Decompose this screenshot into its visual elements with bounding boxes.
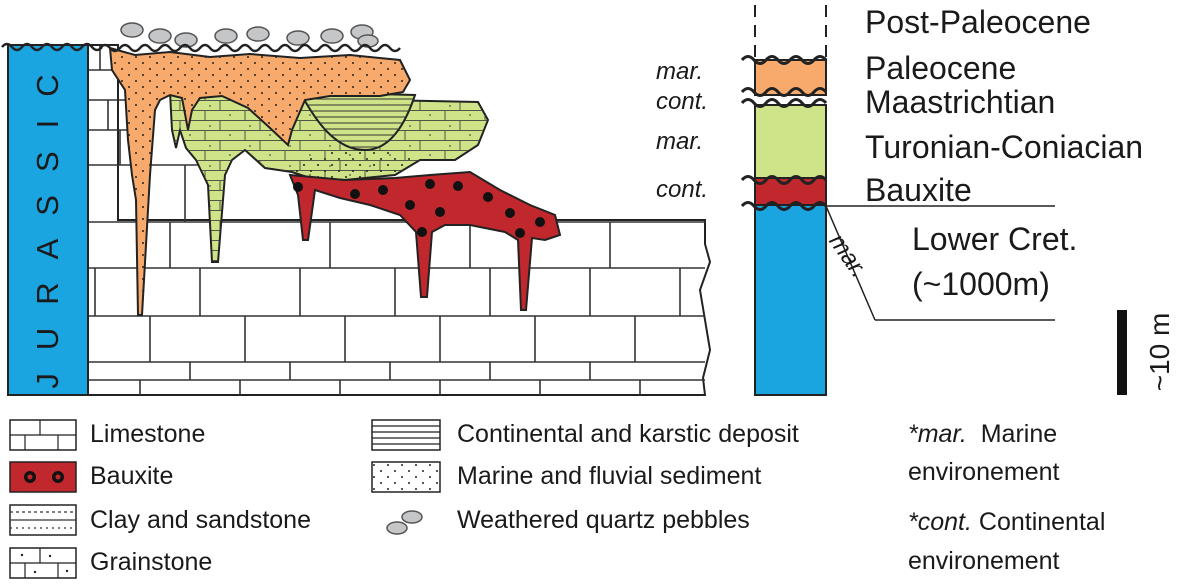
legend-label-bauxite: Bauxite (90, 462, 174, 490)
unit-label-maastrichtian: Maastrichtian (865, 84, 1056, 120)
note-mar: *mar. Marine (908, 422, 1057, 447)
grainstone-swatch-icon (9, 547, 77, 579)
pebbles (120, 22, 379, 48)
bauxite-swatch-icon (9, 461, 77, 493)
env-label-turonian: mar. (656, 128, 704, 155)
unit-label-lower-cret: Lower Cret. (912, 221, 1078, 257)
legend-label-continental-karstic: Continental and karstic deposit (457, 420, 799, 448)
legend-label-clay-sandstone: Clay and sandstone (90, 506, 311, 534)
pebbles-swatch-icon (386, 510, 423, 535)
note-cont: *cont. Continental (908, 510, 1105, 535)
legend-label-pebbles: Weathered quartz pebbles (457, 506, 750, 534)
note-cont-meaning: Continental (978, 508, 1106, 536)
unit-label-turonian-coniacian: Turonian-Coniacian (865, 129, 1144, 165)
bauxite-body (288, 170, 562, 311)
horizontal-lines-swatch-icon (371, 419, 441, 451)
legend-label-grainstone: Grainstone (90, 548, 213, 576)
dotted-swatch-icon (371, 461, 441, 493)
unit-label-bauxite: Bauxite (865, 172, 972, 208)
strat-column (740, 5, 1055, 396)
env-label-maastrichtian: cont. (656, 88, 709, 115)
note-cont-line2: environement (908, 547, 1060, 575)
jurassic-label: JURASSIC (30, 51, 65, 389)
legend-label-marine-fluvial: Marine and fluvial sediment (457, 462, 762, 490)
paleocene-body (108, 46, 412, 316)
jurassic-column (1, 42, 103, 396)
note-mar-line2: environement (908, 458, 1060, 486)
note-mar-abbr: *mar. (908, 420, 967, 448)
limestone-swatch-icon (9, 419, 77, 451)
unconformity-line (99, 43, 401, 53)
unit-label-post-paleocene: Post-Paleocene (865, 4, 1091, 40)
unit-label-paleocene: Paleocene (865, 50, 1017, 86)
scale-bar (1117, 310, 1127, 395)
scale-label: ~10 m (1144, 312, 1175, 392)
env-label-bauxite: cont. (656, 176, 709, 203)
limestone-block (87, 44, 712, 396)
legend-swatches (9, 419, 441, 579)
clay-sandstone-swatch-icon (9, 504, 77, 536)
env-label-paleocene: mar. (656, 58, 704, 85)
unit-label-thickness: (~1000m) (912, 266, 1050, 302)
note-mar-meaning: Marine (980, 420, 1058, 448)
legend-label-limestone: Limestone (90, 420, 206, 448)
note-cont-abbr: *cont. (908, 508, 972, 536)
turonian-coniacian-body (168, 90, 490, 263)
